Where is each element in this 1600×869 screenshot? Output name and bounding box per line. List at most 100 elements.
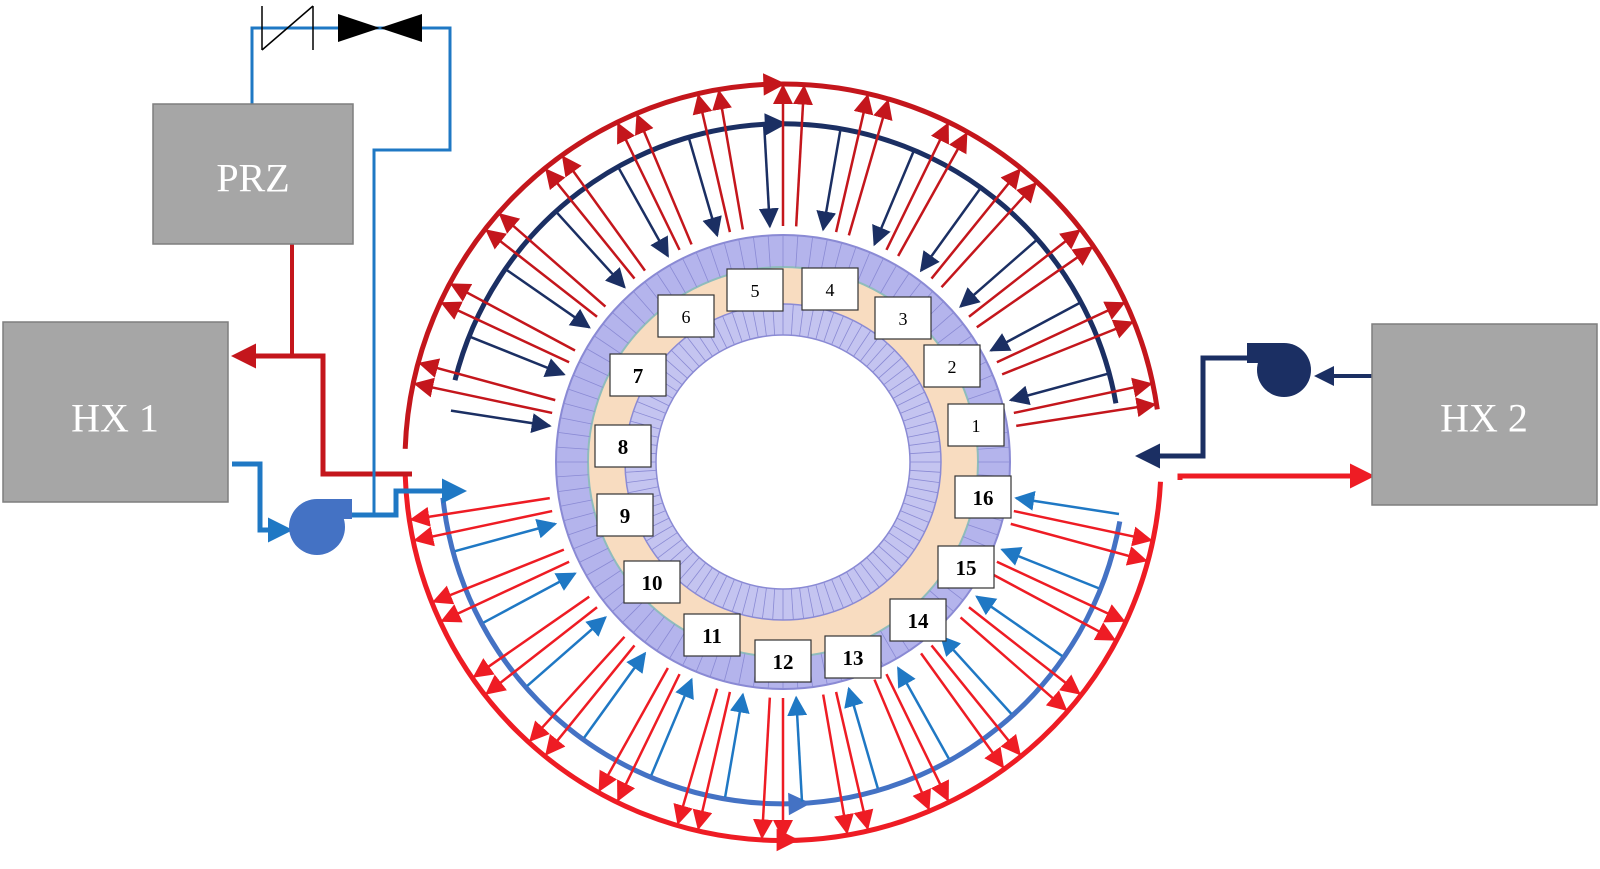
ring-tick <box>896 391 925 407</box>
ring-tick <box>846 324 863 353</box>
ring-tick <box>636 401 666 414</box>
coolant-channel <box>1000 547 1100 590</box>
coolant-channel <box>692 93 732 233</box>
ring-tick <box>709 246 721 278</box>
ring-tick <box>868 258 884 288</box>
segment-number: 16 <box>973 486 994 510</box>
coolant-channel <box>940 635 1013 715</box>
ring-tick <box>670 349 694 373</box>
loop-2-piping <box>1135 355 1375 489</box>
ring-tick <box>815 309 825 340</box>
ring-tick <box>799 587 805 619</box>
ring-tick <box>731 582 743 612</box>
segment-label-2: 2 <box>923 344 981 388</box>
segment-label-11: 11 <box>683 613 741 657</box>
coolant-channel <box>529 635 626 743</box>
ring-tick <box>807 586 815 618</box>
segment-number: 1 <box>972 416 981 436</box>
hx1-box: HX 1 <box>2 321 229 503</box>
ring-tick <box>657 538 683 559</box>
ring-tick <box>625 469 657 473</box>
coolant-channel <box>990 572 1117 641</box>
ring-tick <box>633 410 663 422</box>
ring-tick <box>808 236 814 269</box>
segment-number: 5 <box>751 281 760 301</box>
coolant-channel <box>1008 372 1108 406</box>
ring-tick <box>633 291 655 316</box>
coolant-channel <box>897 666 950 760</box>
flow-direction-arrow <box>788 792 811 816</box>
coolant-channel <box>409 496 550 527</box>
coolant-channel <box>712 89 745 230</box>
segment-number: 10 <box>642 571 663 595</box>
coolant-channel <box>834 691 874 831</box>
coolant-channel <box>821 694 854 835</box>
ring-tick <box>795 235 799 268</box>
ring-tick <box>903 410 933 422</box>
segment-label-7: 7 <box>609 353 667 397</box>
coolant-channel <box>545 644 636 756</box>
ring-tick <box>859 562 880 588</box>
pump-icon <box>1247 343 1311 397</box>
coolant-channel <box>635 113 693 245</box>
segment-label-3: 3 <box>874 296 932 340</box>
ring-tick <box>892 382 921 399</box>
segment-label-9: 9 <box>596 493 654 537</box>
coolant-channel <box>976 246 1094 329</box>
ring-tick <box>560 417 592 425</box>
ring-tick <box>880 265 897 294</box>
ring-tick <box>866 342 888 367</box>
ring-tick <box>937 323 964 344</box>
ring-tick <box>563 402 595 412</box>
gate-valve-icon <box>338 14 422 42</box>
segment-number: 7 <box>633 364 644 388</box>
ring-tick <box>686 562 707 588</box>
coolant-channel <box>506 269 591 329</box>
ring-tick <box>859 336 880 362</box>
coolant-channel <box>561 155 646 272</box>
coolant-channel <box>617 673 681 802</box>
coolant-channel <box>482 572 577 624</box>
coolant-channel <box>1016 397 1157 428</box>
ring-tick <box>556 446 589 450</box>
hx1-label: HX 1 <box>71 396 159 441</box>
loop-1-cold-header <box>452 121 1119 404</box>
ring-tick <box>573 374 603 388</box>
ring-tick <box>567 524 599 536</box>
ring-tick <box>905 420 936 430</box>
ring-tick <box>557 431 590 437</box>
coolant-channel <box>920 652 1005 769</box>
ring-tick <box>761 587 767 619</box>
prz-box: PRZ <box>152 103 354 245</box>
ring-tick <box>853 330 872 357</box>
segment-label-12: 12 <box>754 639 812 683</box>
segment-number: 3 <box>899 309 908 329</box>
ring-tick <box>872 551 896 575</box>
segment-label-5: 5 <box>726 268 784 312</box>
loop-2-cold-header <box>440 497 1123 807</box>
coolant-channel <box>844 686 880 789</box>
coolant-channel <box>692 691 732 831</box>
ring-tick <box>823 312 835 342</box>
segment-label-4: 4 <box>801 267 859 311</box>
ring-tick <box>888 373 915 392</box>
ring-tick <box>612 312 637 334</box>
ring-tick <box>586 559 615 576</box>
ring-tick <box>694 567 713 594</box>
ring-tick <box>846 571 863 600</box>
ring-tick <box>741 584 751 615</box>
ring-tick <box>888 532 915 551</box>
ring-tick <box>903 502 933 514</box>
ring-tick <box>929 312 954 334</box>
ring-tick <box>790 304 794 336</box>
coolant-channel <box>1001 319 1134 376</box>
ring-tick <box>831 579 844 609</box>
coolant-channel <box>470 336 566 377</box>
ring-tick <box>909 469 941 473</box>
ring-tick <box>907 486 939 494</box>
segment-number: 4 <box>826 280 835 300</box>
core-hole <box>655 334 911 590</box>
segment-number: 8 <box>618 435 629 459</box>
